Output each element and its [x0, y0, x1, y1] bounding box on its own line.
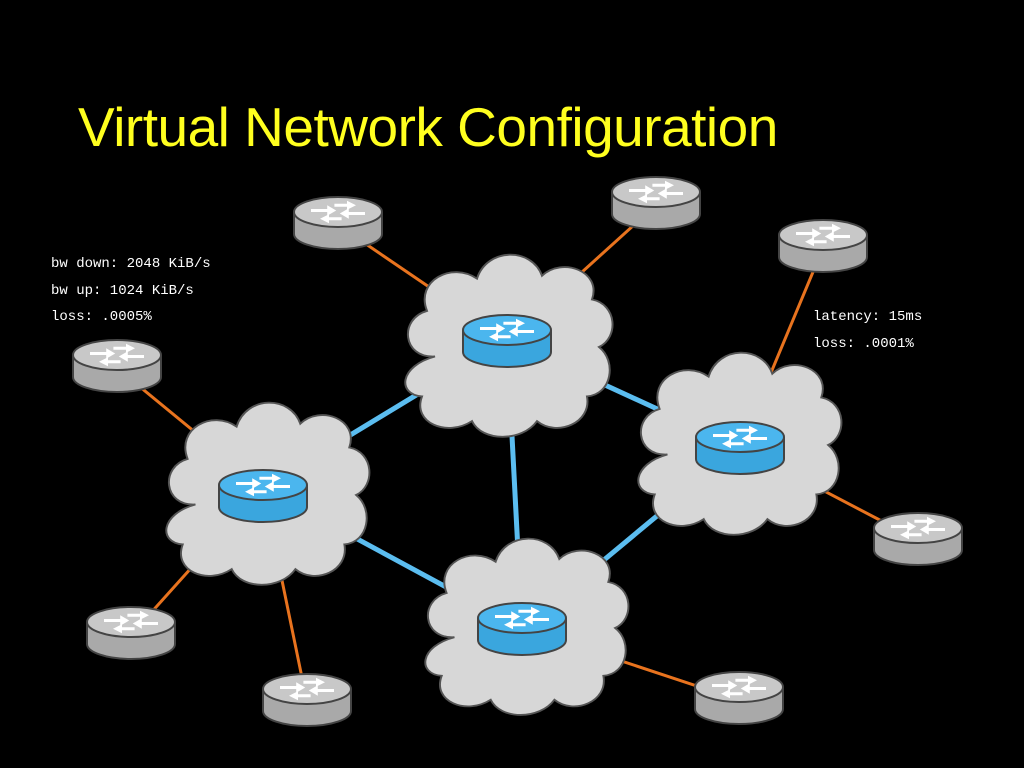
router-icon: [778, 219, 868, 273]
edge-router-right-lower: [873, 512, 963, 566]
loss-label-left: loss: .0005%: [51, 309, 152, 325]
bw-down-label: bw down: 2048 KiB/s: [51, 256, 211, 272]
router-icon: [262, 673, 352, 727]
loss-label-right: loss: .0001%: [813, 335, 914, 352]
router-icon: [218, 469, 308, 523]
edge-router-bottom-right: [694, 671, 784, 725]
latency-label: latency: 15ms: [813, 309, 923, 325]
edge-router-left: [72, 339, 162, 393]
edge-router-bottom-center: [262, 673, 352, 727]
core-router-top: [462, 314, 552, 368]
router-icon: [873, 512, 963, 566]
core-router-bottom: [477, 602, 567, 656]
router-icon: [462, 314, 552, 368]
router-icon: [694, 671, 784, 725]
bw-up-label: bw up: 1024 KiB/s: [51, 282, 194, 299]
link-stats-left: bw down: 2048 KiB/s bw up: 1024 KiB/s lo…: [51, 251, 211, 331]
edge-router-right-upper: [778, 219, 868, 273]
router-icon: [293, 196, 383, 250]
link-stats-right: latency: 15ms loss: .0001%: [813, 304, 922, 357]
router-icon: [72, 339, 162, 393]
edge-router-top-right: [611, 176, 701, 230]
core-router-right: [695, 421, 785, 475]
router-icon: [611, 176, 701, 230]
router-icon: [695, 421, 785, 475]
edge-router-bottom-left: [86, 606, 176, 660]
slide-title: Virtual Network Configuration: [78, 96, 778, 158]
router-icon: [86, 606, 176, 660]
router-icon: [477, 602, 567, 656]
edge-router-top-left: [293, 196, 383, 250]
core-router-left: [218, 469, 308, 523]
